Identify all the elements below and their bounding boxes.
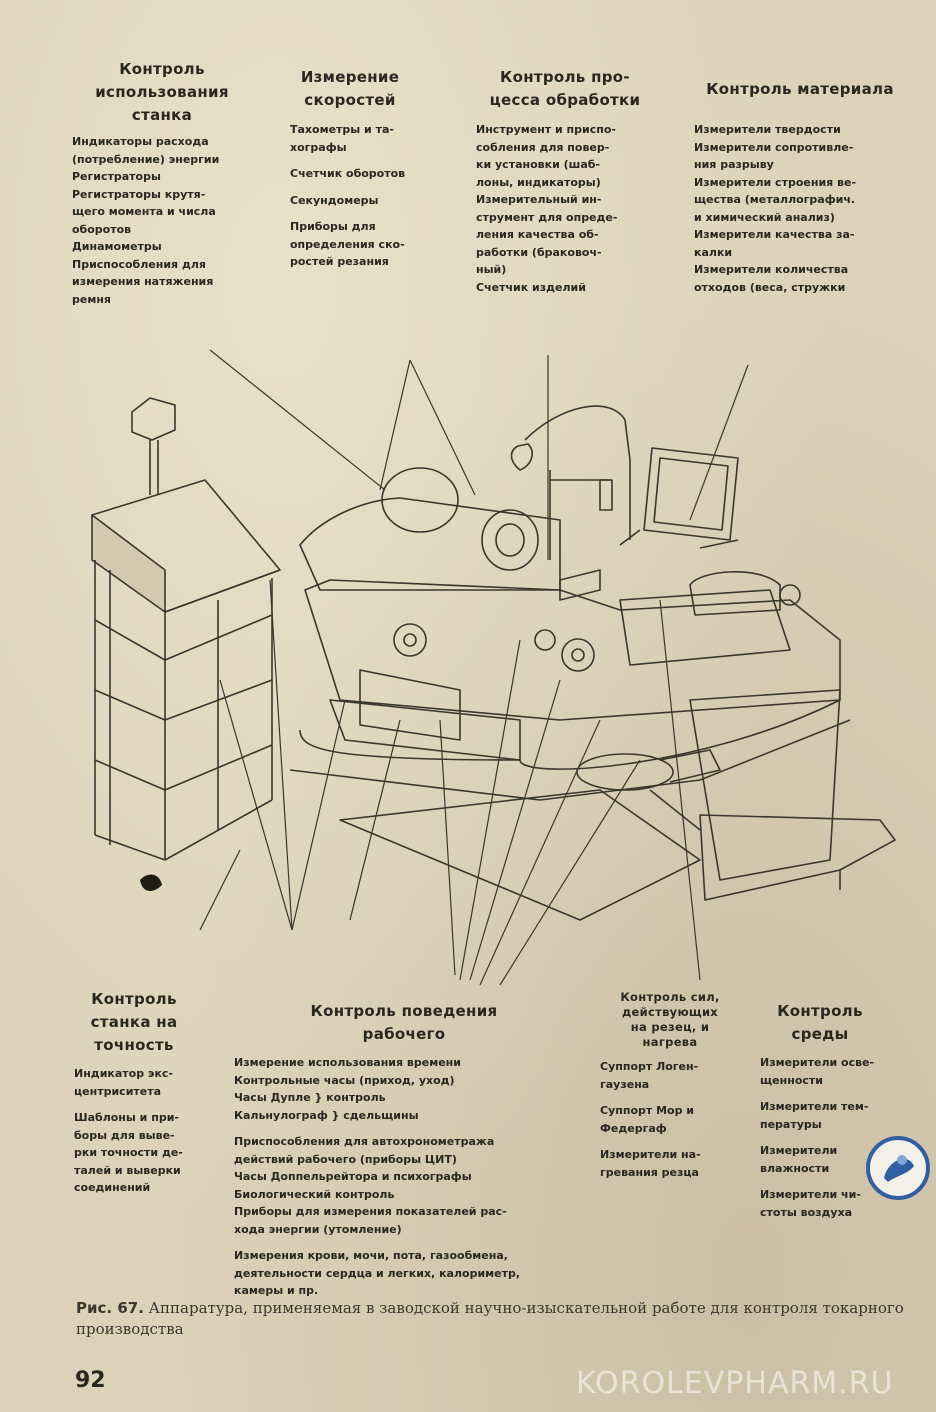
column-heading: Контроль сил, действующих на резец, и на… [620,990,720,1049]
list-item: Приспособления для измерения натяжения р… [72,257,214,306]
list-item: Измерители на- гревания резца [600,1148,701,1179]
lathe-machine [289,405,896,921]
column-heading: Контроль использования станка [95,60,229,124]
column-environment-control: Контроль среды Измерители осве- щенности… [760,1000,908,1221]
column-heading: Контроль про- цесса обработки [489,68,641,109]
list-item: Приспособления для автохронометража дейс… [234,1135,507,1236]
list-item: Измерительный ин- струмент для опреде- л… [476,193,618,276]
figure-caption-text: Аппаратура, применяемая в заводской науч… [76,1299,904,1338]
column-heading: Контроль поведения рабочего [310,1002,498,1043]
column-speed-measurement: Измерение скоростей Тахометры и та- хогр… [290,66,440,271]
page-number: 92 [75,1368,106,1393]
column-worker-behavior: Контроль поведения рабочего Измерение ис… [234,1000,584,1300]
site-logo-icon [866,1136,930,1200]
list-item: Измерители качества за- калки [694,228,855,259]
list-item: Тахометры и та- хографы [290,123,394,154]
column-material-control: Контроль материала Измерители твердости … [694,78,906,296]
list-item: Индикаторы расхода (потребление) энергии [72,135,220,166]
list-item: Секундомеры [290,193,379,207]
list-item: Счетчик оборотов [290,167,406,180]
column-heading: Измерение скоростей [300,68,400,109]
column-machine-accuracy: Контроль станка на точность Индикатор эк… [74,988,224,1197]
list-item: Измерители количества отходов (веса, стр… [694,263,849,294]
list-item: Измерители чи- стоты воздуха [760,1188,861,1219]
list-item: Измерение использования времени Контроль… [234,1056,461,1122]
list-item: Счетчик изделий [476,280,586,294]
list-item: Суппорт Мор и Федергаф [600,1104,694,1135]
column-machine-usage: Контроль использования станка Индикаторы… [72,58,252,308]
column-heading: Контроль среды [777,1002,863,1043]
column-heading: Контроль материала [706,80,894,98]
column-heading: Контроль станка на точность [90,990,178,1054]
list-item: Приборы для определения ско- ростей реза… [290,220,405,268]
list-item: Измерители тем- пературы [760,1100,869,1131]
list-item: Измерения крови, мочи, пота, газообмена,… [234,1249,521,1297]
list-item: Измерители влажности [760,1144,838,1175]
leader-lines [199,349,749,986]
list-item: Измерители твердости [694,123,841,136]
list-item: Шаблоны и при- боры для выве- рки точнос… [74,1111,183,1194]
list-item: Суппорт Логен- гаузена [600,1060,699,1091]
list-item: Измерители сопротивле- ния разрыву [694,140,854,172]
list-item: Динамометры [72,240,162,253]
column-cutting-forces: Контроль сил, действующих на резец, и на… [600,990,750,1181]
cabinet [91,397,281,861]
list-item: Измерители осве- щенности [760,1056,875,1087]
list-item: Регистраторы крутя- щего момента и числа… [72,187,216,236]
list-item: Индикатор экс- центриситета [74,1067,173,1098]
column-process-control: Контроль про- цесса обработки Инструмент… [476,66,654,296]
ink-blot [140,874,162,892]
list-item: Измерители строения ве- щества (металлог… [694,175,857,224]
list-item: Регистраторы [72,170,161,183]
list-item: Инструмент и приспо- собления для повер-… [476,123,616,189]
watermark: KOROLEVPHARM.RU [576,1366,894,1401]
figure-label: Рис. 67. [76,1299,144,1317]
figure-caption: Рис. 67. Аппаратура, применяемая в завод… [76,1298,906,1340]
